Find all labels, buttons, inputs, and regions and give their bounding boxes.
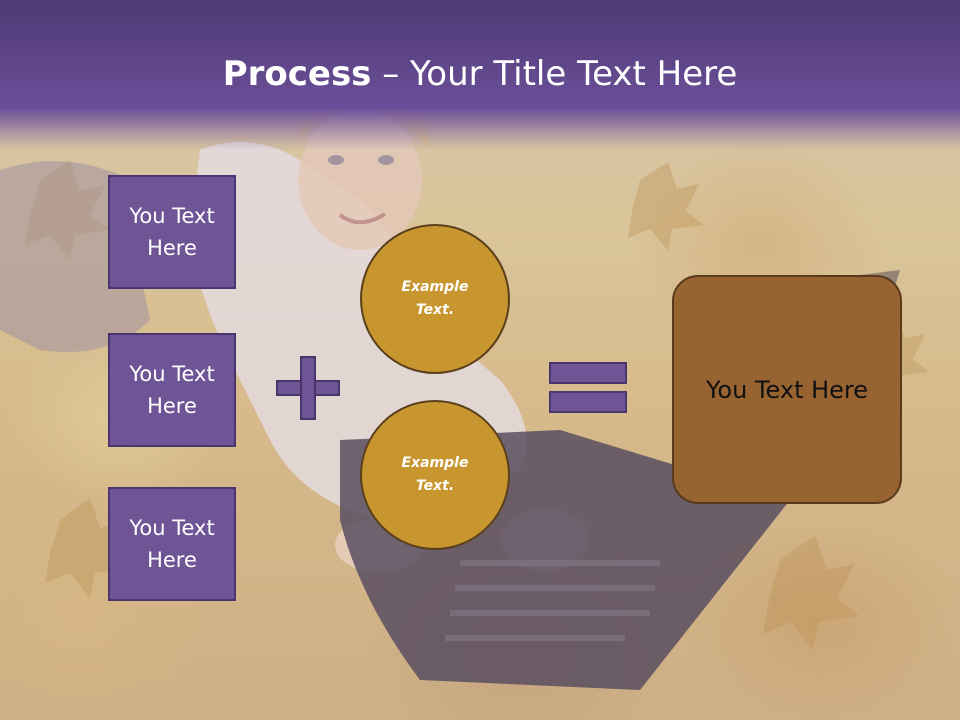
text-box-1-label: You Text Here [129, 204, 215, 260]
title-band [0, 0, 960, 150]
equals-bar-top [549, 362, 627, 384]
title-rest: – Your Title Text Here [371, 54, 738, 94]
example-circle-1[interactable]: Example Text. [360, 224, 510, 374]
equals-bar-bottom [549, 391, 627, 413]
example-circle-2[interactable]: Example Text. [360, 400, 510, 550]
plus-icon [276, 356, 340, 420]
slide-title: Process – Your Title Text Here [0, 52, 960, 96]
title-bold: Process [222, 54, 372, 94]
result-label: You Text Here [705, 375, 869, 404]
example-circle-2-label: Example Text. [401, 455, 469, 494]
text-box-3-label: You Text Here [129, 516, 215, 572]
text-box-3[interactable]: You Text Here [108, 487, 236, 601]
text-box-2[interactable]: You Text Here [108, 333, 236, 447]
text-box-2-label: You Text Here [129, 362, 215, 418]
text-box-1[interactable]: You Text Here [108, 175, 236, 289]
result-box[interactable]: You Text Here [672, 275, 902, 504]
example-circle-1-label: Example Text. [401, 279, 469, 318]
